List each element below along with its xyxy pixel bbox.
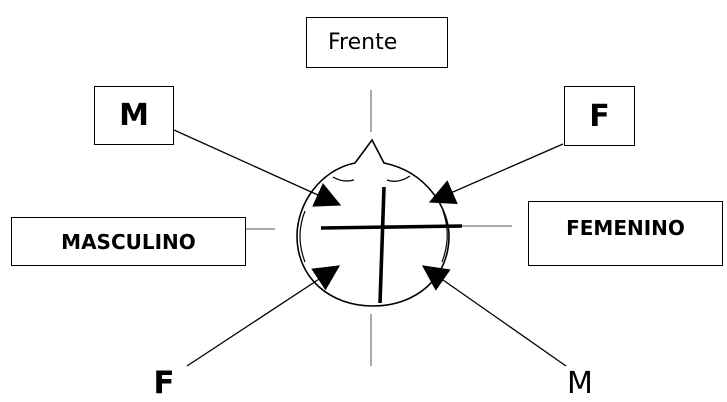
right-ear <box>441 210 448 263</box>
cross-horizontal <box>320 224 463 230</box>
left-eye <box>332 176 355 182</box>
top-right-label-box: F <box>564 86 635 146</box>
front-label-box: Frente <box>306 17 448 68</box>
left-ear <box>299 210 306 263</box>
cross-vertical <box>378 186 386 304</box>
arrows <box>173 129 567 367</box>
head-outline <box>296 138 450 307</box>
cross-mark <box>320 186 463 304</box>
top-left-label-box: M <box>94 86 174 145</box>
arrow-bottom-left <box>186 265 341 367</box>
bottom-right-label: M <box>567 365 593 401</box>
masculine-label-box: MASCULINO <box>11 217 246 266</box>
arrow-bottom-right <box>421 265 567 367</box>
guide-lines <box>246 90 512 366</box>
right-eye <box>386 175 411 182</box>
head-icon <box>296 138 450 307</box>
bottom-left-label: F <box>153 365 175 401</box>
arrow-top-right <box>428 143 564 205</box>
feminine-label-box: FEMENINO <box>528 201 723 266</box>
arrow-top-left <box>173 129 342 207</box>
